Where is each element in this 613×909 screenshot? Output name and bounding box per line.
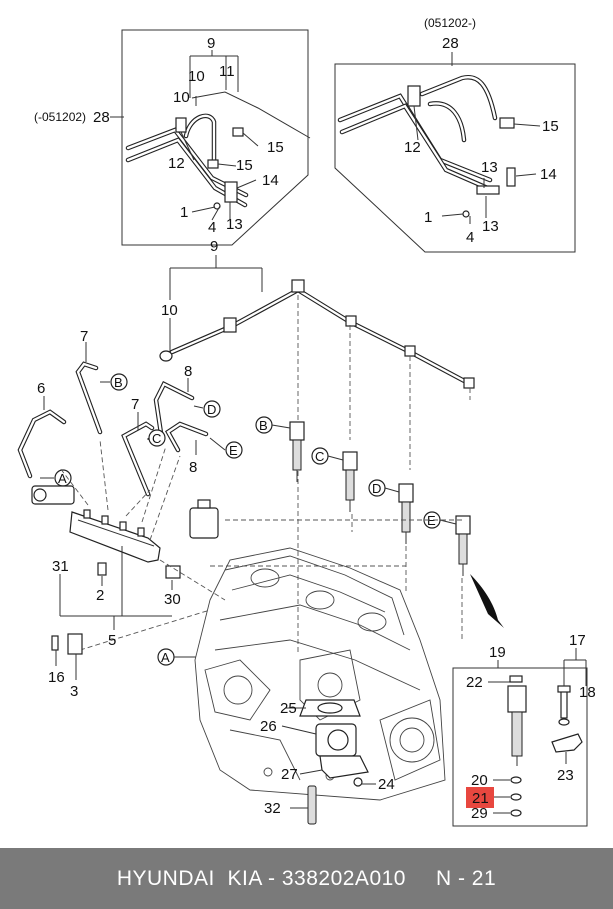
inset-left-label-13: 13	[226, 216, 243, 233]
callouts: A B C D E B C D E A	[40, 373, 441, 666]
inset-left: (-051202) 28 9 10 11 10 12	[34, 29, 311, 246]
inset-left-label-10b: 10	[173, 89, 190, 106]
footer-page: N - 21	[435, 866, 497, 890]
label-27: 27	[281, 766, 298, 783]
label-22: 22	[466, 674, 483, 691]
inset-left-label-10a: 10	[188, 68, 205, 85]
injector-4	[439, 515, 471, 576]
label-7a: 7	[80, 328, 88, 345]
callout-e2: E	[427, 513, 436, 528]
callout-d1: D	[207, 402, 216, 417]
label-31: 31	[52, 558, 69, 575]
callout-a2: A	[161, 650, 170, 665]
callout-a1: A	[58, 471, 67, 486]
throttle-assembly: 25 26 27 24 32	[260, 699, 395, 825]
inset-left-ref: 28	[93, 109, 110, 126]
label-5: 5	[108, 632, 116, 649]
engine-block	[194, 547, 446, 801]
inset-right: (051202-) 28 12 15 13 14 1 4 13	[334, 16, 576, 253]
inset-left-label-14: 14	[262, 172, 279, 189]
label-30: 30	[164, 591, 181, 608]
callout-e1: E	[229, 443, 238, 458]
inset-right-label-1: 1	[424, 209, 432, 226]
inset-left-label-12: 12	[168, 155, 185, 172]
label-20: 20	[471, 772, 488, 789]
label-18: 18	[579, 684, 596, 701]
callout-b1: B	[114, 375, 123, 390]
highlight-box	[466, 787, 494, 808]
parts-diagram: (-051202) 28 9 10 11 10 12	[17, 16, 596, 827]
callout-circle-e1	[225, 441, 243, 459]
label-29: 29	[471, 805, 488, 822]
label-26: 26	[260, 718, 277, 735]
label-25: 25	[280, 700, 297, 717]
label-24: 24	[378, 776, 395, 793]
label-8a: 8	[184, 363, 192, 380]
callout-circle-c1	[148, 429, 166, 447]
inset-left-label-4: 4	[208, 219, 216, 236]
label-19: 19	[489, 644, 506, 661]
inset-left-label-11: 11	[219, 63, 235, 80]
label-2: 2	[96, 587, 104, 604]
callout-circle-b1	[110, 373, 128, 391]
return-hose-assembly: 9 10	[159, 238, 475, 655]
injector-1	[271, 421, 305, 482]
inset-right-ref: 28	[442, 35, 459, 52]
inset-right-label-13b: 13	[482, 218, 499, 235]
inset-left-label-1: 1	[180, 204, 188, 221]
high-pressure-pipes: 7 6 8 7 8	[17, 328, 209, 497]
callout-c1: C	[152, 431, 161, 446]
injector-detail: 19 22 17 18 23 20 21 29	[452, 632, 596, 827]
callout-d2: D	[372, 481, 381, 496]
inset-right-label-15: 15	[542, 118, 559, 135]
callout-b2: B	[259, 418, 268, 433]
common-rail-assembly: 31 2 30 5 16 3	[31, 439, 226, 700]
inset-right-label-12: 12	[404, 139, 421, 156]
injector-2	[327, 451, 358, 512]
label-23: 23	[557, 767, 574, 784]
injector-3	[384, 483, 414, 544]
inset-right-label-14: 14	[540, 166, 557, 183]
footer-brand: HYUNDAI KIA - 338202A010	[116, 866, 406, 890]
footer-bar: HYUNDAI KIA - 338202A010 N - 21	[0, 848, 613, 909]
label-32: 32	[264, 800, 281, 817]
injectors	[210, 421, 504, 640]
label-16: 16	[48, 669, 65, 686]
inset-right-label-4: 4	[466, 229, 474, 246]
label-3: 3	[70, 683, 78, 700]
inset-left-revision: (-051202)	[34, 110, 86, 124]
inset-left-label-15a: 15	[236, 157, 253, 174]
label-8b: 8	[189, 459, 197, 476]
callout-c2: C	[315, 449, 324, 464]
detail-arrow	[470, 574, 504, 628]
label-9: 9	[210, 238, 218, 255]
label-6: 6	[37, 380, 45, 397]
label-17: 17	[569, 632, 586, 649]
inset-left-label-15b: 15	[267, 139, 284, 156]
label-7b: 7	[131, 396, 139, 413]
label-10: 10	[161, 302, 178, 319]
callout-circle-d1	[203, 400, 221, 418]
inset-right-label-13a: 13	[481, 159, 498, 176]
inset-right-revision: (051202-)	[424, 16, 476, 30]
label-21: 21	[472, 790, 489, 807]
inset-left-label-9: 9	[207, 35, 215, 52]
